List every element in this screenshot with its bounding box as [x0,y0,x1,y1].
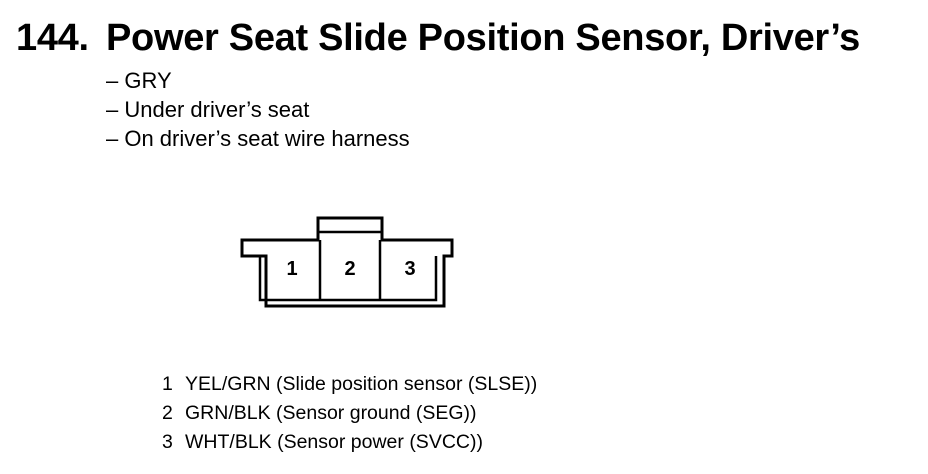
pinout-item: 2 GRN/BLK (Sensor ground (SEG)) [162,399,537,428]
connector-cavity [258,256,438,302]
detail-color: – GRY [106,68,172,93]
pinout-number: 2 [162,402,173,424]
pin-label-1: 1 [286,258,297,280]
detail-location: – Under driver’s seat [106,97,310,122]
connector-housing [240,216,454,308]
pinout-item: 3 WHT/BLK (Sensor power (SVCC)) [162,428,537,457]
pinout-number: 3 [162,431,173,453]
page-title: 144. Power Seat Slide Position Sensor, Dr… [16,14,860,62]
pinout-description: YEL/GRN (Slide position sensor (SLSE)) [185,373,538,395]
pin-label-2: 2 [344,258,355,280]
pinout-description: WHT/BLK (Sensor power (SVCC)) [185,431,483,453]
section-title: Power Seat Slide Position Sensor, Driver… [106,17,861,59]
section-number: 144. [16,17,89,59]
pin-label-3: 3 [404,258,415,280]
connector-diagram: 1 2 3 [240,216,454,308]
pinout-number: 1 [162,373,173,395]
pinout-description: GRN/BLK (Sensor ground (SEG)) [185,402,477,424]
pinout-item: 1 YEL/GRN (Slide position sensor (SLSE)) [162,370,537,399]
detail-harness: – On driver’s seat wire harness [106,126,410,151]
connector-details: – GRY – Under driver’s seat – On driver’… [106,66,410,153]
